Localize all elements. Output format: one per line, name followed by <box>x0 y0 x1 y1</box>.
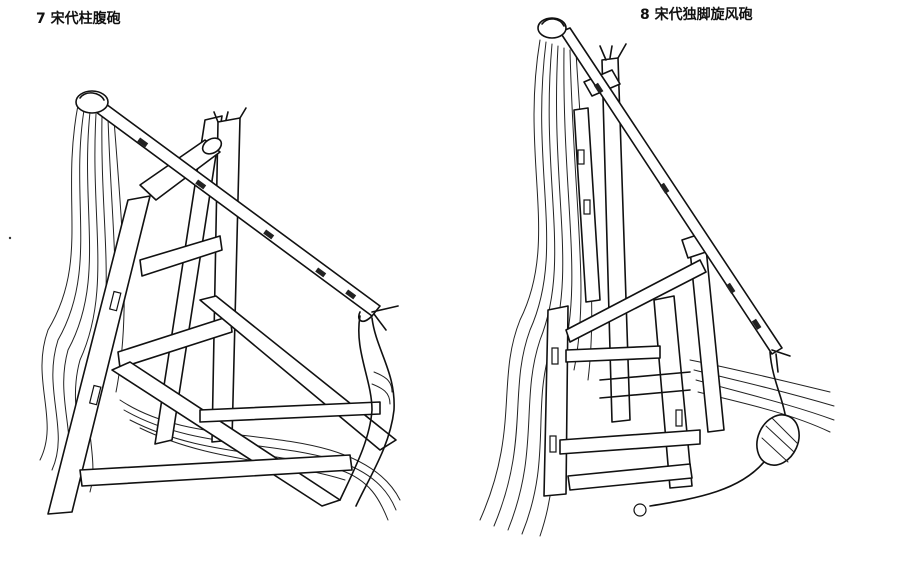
stone-pouch <box>756 414 800 466</box>
base-frame-beam <box>567 463 693 491</box>
middle-brace <box>117 315 233 369</box>
trailing-cord <box>649 461 765 507</box>
center-post <box>211 117 241 443</box>
top-frame-beam <box>565 259 707 343</box>
arm-bindings-right <box>593 82 762 330</box>
figure-8-trebuchet-drawing <box>479 17 835 537</box>
figure-7-trebuchet-drawing <box>39 90 401 521</box>
rope-knot <box>75 90 109 114</box>
sling-cord <box>769 351 787 421</box>
rear-base-rail <box>199 401 381 423</box>
arm-bindings <box>137 137 357 300</box>
single-post <box>601 57 631 423</box>
lower-frame-beam <box>559 429 701 455</box>
upper-brace <box>139 235 223 277</box>
front-leg <box>47 195 151 515</box>
rope-knot-right <box>537 17 567 39</box>
sling-rope <box>339 315 373 501</box>
base-rail <box>79 454 353 487</box>
left-leg <box>543 305 569 497</box>
figure-8-caption: 8 宋代独脚旋风砲 <box>640 7 753 23</box>
cord-ring <box>633 503 647 517</box>
figure-7-caption: 7 宋代柱腹砲 <box>36 11 121 27</box>
mid-frame-beam <box>565 345 661 363</box>
